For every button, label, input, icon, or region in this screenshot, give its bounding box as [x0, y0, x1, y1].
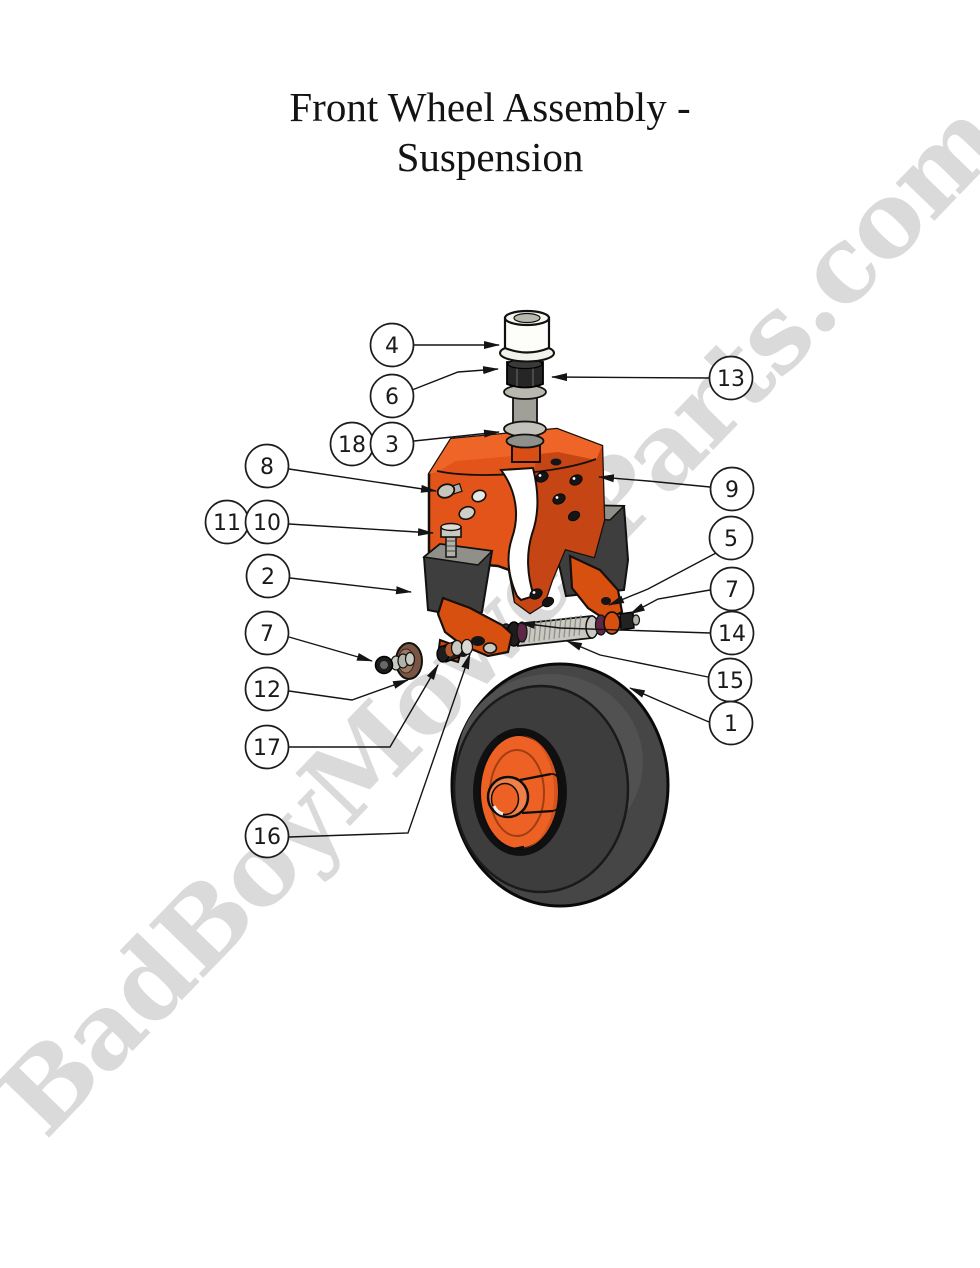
leader-line-8: [288, 468, 437, 493]
leader-line-17: [289, 664, 439, 748]
washer-16: [460, 638, 474, 656]
leader-line-9: [598, 474, 711, 488]
callout-balloon-10: [244, 499, 290, 545]
callout-number-2: 2: [261, 565, 275, 590]
axle-bolt-7-left: [374, 651, 416, 675]
wheel-assembly: [450, 662, 670, 908]
leader-line-6: [411, 366, 499, 391]
callout-balloon-16: [244, 813, 290, 859]
title-line-2: Suspension: [396, 134, 584, 180]
side-bolt-8: [436, 482, 463, 499]
callout-number-16: 16: [253, 825, 281, 850]
callout-balloon-14: [709, 610, 755, 656]
callout-balloon-13: [708, 355, 754, 401]
leader-line-14: [519, 620, 711, 634]
callout-balloon-3: [369, 421, 415, 467]
callout-balloon-7: [709, 566, 755, 612]
callout-number-4: 4: [385, 334, 399, 359]
callout-number-10: 10: [253, 511, 281, 536]
bolt-glints: [532, 474, 576, 594]
callout-number-12: 12: [253, 678, 281, 703]
callout-number-5: 5: [724, 527, 738, 552]
callout-number-18: 18: [338, 433, 366, 458]
callout-balloon-6: [369, 373, 415, 419]
leader-line-10: [288, 523, 434, 537]
callout-balloon-8: [244, 443, 290, 489]
callout-number-9: 9: [725, 478, 739, 503]
callouts-layer: 4 6 13 18 3 8 9 11 10 5 2 7 14 7 15 12 1 17 16: [204, 322, 755, 859]
callout-number-3: 3: [385, 433, 399, 458]
callout-number-1: 1: [724, 712, 738, 737]
callout-balloon-4: [369, 322, 415, 368]
callout-number-13: 13: [717, 367, 745, 392]
callout-balloon-2: [245, 553, 291, 599]
swivel-stem-assembly: [499, 309, 555, 463]
callout-balloon-9: [709, 466, 755, 512]
callout-balloon-7: [244, 610, 290, 656]
callout-number-6: 6: [385, 385, 399, 410]
callout-balloon-17: [244, 724, 290, 770]
rubber-bushing-left: [422, 542, 494, 620]
callout-number-11: 11: [213, 511, 241, 536]
leader-line-2: [289, 577, 412, 595]
leader-line-13: [551, 373, 710, 382]
leader-line-16: [288, 653, 471, 838]
page-title: Front Wheel Assembly - Suspension: [0, 82, 980, 182]
leader-line-3: [413, 429, 500, 442]
spacer-17: [436, 639, 464, 663]
axle-bolt: [499, 611, 641, 648]
callout-number-7: 7: [725, 578, 739, 603]
callout-number-8: 8: [260, 455, 274, 480]
callout-balloon-12: [244, 666, 290, 712]
mount-bolts-right: [529, 471, 583, 608]
mount-holes-left: [458, 489, 487, 521]
leader-line-7: [629, 589, 711, 615]
callout-number-17: 17: [253, 736, 281, 761]
callout-balloon-1: [708, 700, 754, 746]
axle-nut: [619, 611, 635, 631]
loose-hardware: [374, 638, 474, 680]
leader-line-7: [288, 636, 373, 662]
callout-balloon-5: [708, 515, 754, 561]
leader-line-15: [566, 640, 709, 678]
dust-cap: [499, 309, 555, 363]
leader-line-12: [288, 679, 409, 701]
callout-number-15: 15: [716, 669, 744, 694]
leader-line-1: [629, 687, 710, 723]
title-line-1: Front Wheel Assembly -: [289, 84, 691, 130]
bushing-bolt: [440, 522, 462, 558]
leader-line-5: [608, 552, 717, 606]
axle-washer-left: [516, 621, 528, 643]
callout-number-7: 7: [260, 622, 274, 647]
callout-number-14: 14: [718, 622, 746, 647]
